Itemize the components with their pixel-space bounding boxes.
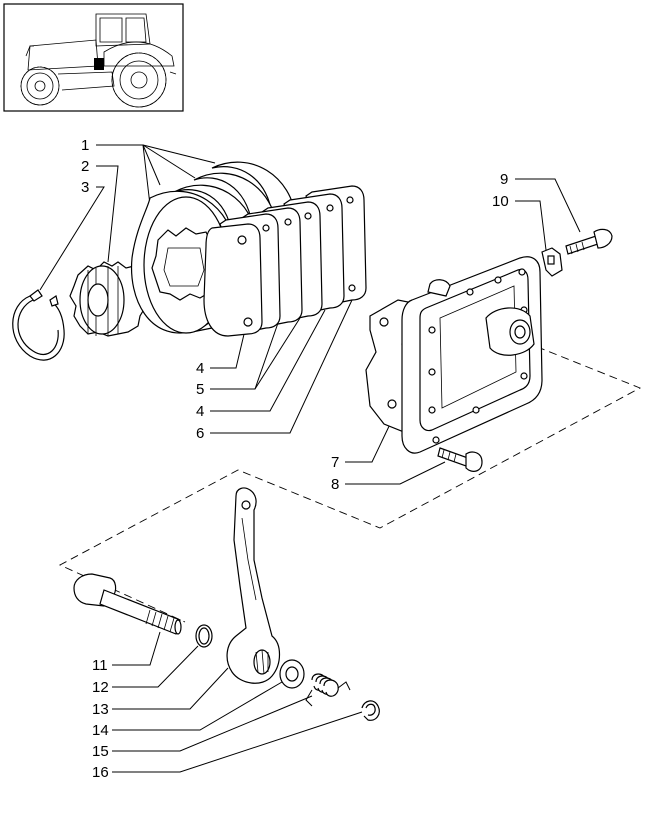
- callout-15: 15: [92, 743, 109, 760]
- leader-lines: [39, 144, 581, 773]
- callout-2: 2: [81, 158, 89, 175]
- oring-part: [195, 624, 213, 648]
- callout-11: 11: [92, 657, 108, 674]
- callout-3: 3: [81, 179, 89, 196]
- tractor-thumbnail: [3, 3, 184, 112]
- separator-plates: [203, 185, 367, 337]
- callout-5: 5: [196, 381, 204, 398]
- callout-13: 13: [92, 701, 109, 718]
- gear-part: [69, 261, 147, 337]
- shaft-part: [73, 573, 182, 635]
- callout-16: 16: [92, 764, 109, 781]
- bolt-lower: [437, 447, 483, 472]
- callout-10: 10: [492, 193, 509, 210]
- callout-4b: 4: [196, 403, 204, 420]
- callout-labels: 1 2 3 4 5 4 6 7 8 9 10 11 12 13 14 15 16: [81, 137, 509, 781]
- lock-washer: [541, 247, 563, 277]
- washer-part: [279, 659, 305, 689]
- circlip-part: [12, 289, 65, 361]
- spring-part: [305, 673, 351, 707]
- callout-14: 14: [92, 722, 109, 739]
- callout-8: 8: [331, 476, 339, 493]
- callout-9: 9: [500, 171, 508, 188]
- lever-part: [226, 487, 281, 684]
- bolt-upper: [565, 228, 613, 255]
- housing-cover: [365, 256, 543, 454]
- callout-1: 1: [81, 137, 89, 154]
- callout-12: 12: [92, 679, 109, 696]
- callout-4a: 4: [196, 360, 204, 377]
- tractor-icon: [20, 13, 177, 108]
- callout-6: 6: [196, 425, 204, 442]
- callout-7: 7: [331, 454, 339, 471]
- assembly-axes: [58, 341, 642, 623]
- small-circlip-part: [361, 700, 380, 721]
